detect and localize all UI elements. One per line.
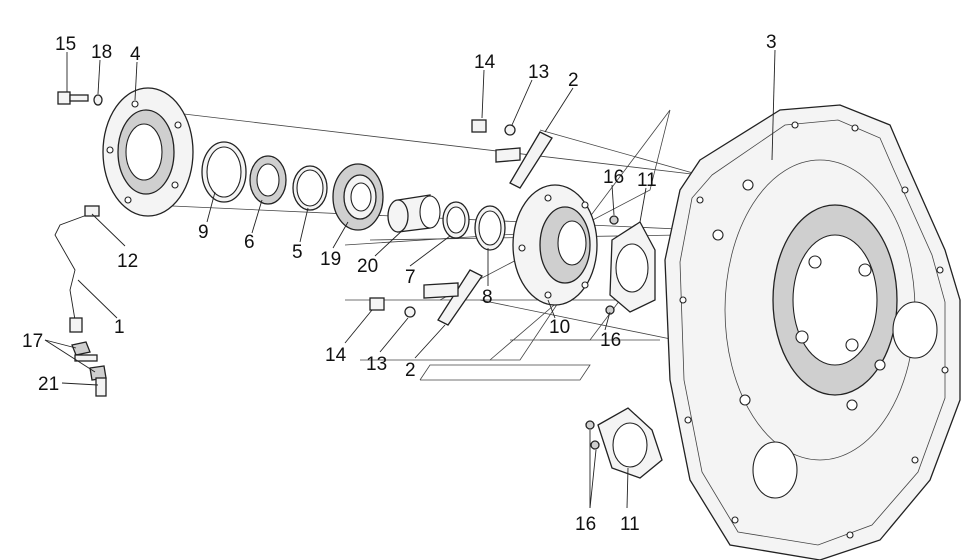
gasket-10 — [609, 221, 656, 313]
sleeve-20-bore — [419, 195, 441, 229]
dot-16-b — [605, 305, 615, 315]
label-15: 15 — [55, 34, 76, 55]
ring-8-inner — [478, 210, 502, 246]
pin-2-upper — [495, 147, 521, 163]
label-21: 21 — [38, 374, 59, 395]
dot-16-c — [585, 420, 595, 430]
tube-1 — [54, 205, 107, 397]
label-6: 6 — [244, 232, 255, 253]
pin-2-lower — [423, 282, 459, 299]
label-7: 7 — [405, 267, 416, 288]
label-16-lower: 16 — [575, 514, 596, 535]
label-2-lower: 2 — [405, 360, 416, 381]
housing-plate — [664, 104, 961, 560]
bolt-14-upper — [471, 119, 487, 133]
ring-9-inner — [206, 146, 242, 198]
label-17: 17 — [22, 331, 43, 352]
label-12: 12 — [117, 251, 138, 272]
label-19: 19 — [320, 249, 341, 270]
label-11-upper: 11 — [637, 170, 657, 191]
bolt-15 — [57, 91, 103, 106]
label-10: 10 — [549, 317, 570, 338]
bracket-2-lower — [437, 269, 483, 326]
bolt-14-lower — [369, 297, 385, 311]
label-16-upper: 16 — [603, 167, 624, 188]
gasket-11-lower — [597, 407, 663, 479]
part-labels: 15 18 4 14 13 2 3 16 11 9 6 5 19 20 7 8 … — [22, 32, 777, 535]
nut-6-inner — [256, 163, 280, 197]
label-16-middle: 16 — [600, 330, 621, 351]
label-14-upper: 14 — [474, 52, 496, 73]
label-5: 5 — [292, 242, 303, 263]
washer-13-lower — [404, 306, 416, 318]
ring-7-inner — [446, 206, 466, 234]
snap-ring-5-inner — [296, 169, 324, 207]
bracket-2-upper — [509, 131, 553, 189]
dot-16-d — [590, 440, 600, 450]
label-20: 20 — [357, 256, 378, 277]
label-1: 1 — [114, 317, 125, 338]
dot-16-a — [609, 215, 619, 225]
leaders — [44, 49, 776, 509]
label-2-upper: 2 — [568, 70, 579, 91]
label-4: 4 — [130, 44, 141, 65]
flange-cover — [102, 87, 194, 217]
label-3: 3 — [766, 32, 777, 53]
label-13-upper: 13 — [528, 62, 549, 83]
bearing-19-bore — [350, 182, 372, 212]
flange-hub — [512, 184, 598, 306]
label-18: 18 — [91, 42, 112, 63]
washer-13-upper — [504, 124, 516, 136]
label-11-lower: 11 — [620, 514, 640, 535]
sleeve-20-end — [387, 199, 409, 233]
label-8: 8 — [482, 287, 493, 308]
label-14-lower: 14 — [325, 345, 347, 366]
label-9: 9 — [198, 222, 209, 243]
label-13-lower: 13 — [366, 354, 387, 375]
